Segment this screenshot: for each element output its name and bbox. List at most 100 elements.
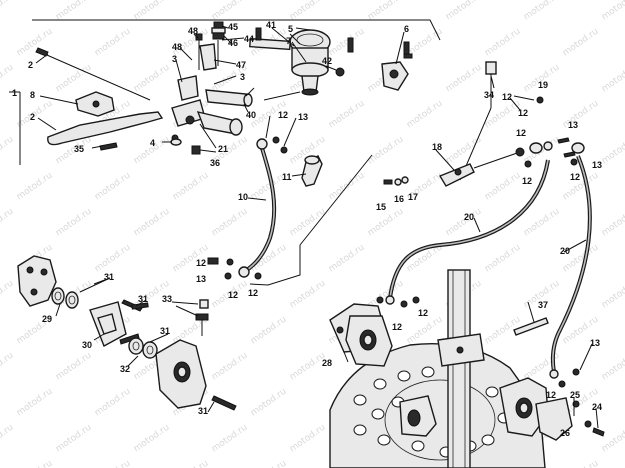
callout-18: 18 [432,142,442,152]
callout-40: 40 [246,110,256,120]
watermark-text: motod.ru [600,423,625,455]
watermark-text: motod.ru [210,351,250,383]
callout-5: 5 [288,24,293,34]
pad-pin [513,317,549,336]
watermark-text: motod.ru [54,0,94,22]
watermark-text: motod.ru [366,135,406,167]
callout-24: 24 [592,402,602,412]
watermark-text: motod.ru [0,0,16,22]
callout-12: 12 [418,308,428,318]
callout-8: 8 [30,90,35,100]
disc-hole [481,434,495,446]
front-caliper-right [499,377,605,441]
master-piston [205,89,249,107]
callout-30: 30 [82,340,92,350]
callout-48: 48 [172,42,182,52]
watermark-text: motod.ru [210,0,250,22]
callout-12: 12 [228,290,238,300]
watermark-text: motod.ru [54,207,94,239]
callout-34: 34 [484,90,494,100]
callout-12: 12 [502,92,512,102]
callout-20: 20 [464,212,474,222]
callout-19: 19 [538,80,548,90]
callout-1: 1 [12,88,17,98]
watermark-text: motod.ru [561,99,601,131]
callout-12: 12 [522,176,532,186]
callout-48: 48 [188,26,198,36]
watermark-text: motod.ru [54,351,94,383]
callout-2: 2 [28,60,33,70]
callout-35: 35 [74,144,84,154]
callout-12: 12 [546,390,556,400]
watermark-text: motod.ru [288,0,328,22]
callout-13: 13 [590,338,600,348]
watermark-text: motod.ru [288,423,328,455]
callout-20: 20 [560,246,570,256]
callout-12: 12 [570,172,580,182]
reservoir-clamp [199,43,217,71]
watermark-text: motod.ru [15,459,55,468]
watermark-text: motod.ru [93,243,133,275]
disc-hole [371,408,385,420]
watermark-text: motod.ru [210,423,250,455]
leader-lines [35,25,599,437]
watermark-text: motod.ru [288,207,328,239]
callout-10: 10 [238,192,248,202]
watermark-text: motod.ru [93,387,133,419]
callout-44: 44 [244,34,254,44]
watermark-text: motod.ru [600,207,625,239]
watermark-text: motod.ru [132,63,172,95]
callout-29: 29 [42,314,52,324]
watermark-text: motod.ru [15,171,55,203]
watermark-text: motod.ru [366,0,406,22]
watermark-text: motod.ru [561,27,601,59]
watermark-text: motod.ru [600,0,625,22]
group-bracket [9,19,441,286]
callout-25: 25 [570,390,580,400]
front-brake-hose-upper [207,136,323,280]
watermark-text: motod.ru [54,423,94,455]
watermark-text: motod.ru [483,99,523,131]
watermark-text: motod.ru [288,279,328,311]
callout-12: 12 [518,108,528,118]
watermark-text: motod.ru [483,243,523,275]
disc-hole [397,370,411,382]
callout-13: 13 [592,160,602,170]
callout-11: 11 [282,172,292,182]
watermark-text: motod.ru [600,351,625,383]
disc-hole [485,386,499,398]
callout-47: 47 [236,60,246,70]
callout-31: 31 [160,326,170,336]
watermark-text: motod.ru [249,243,289,275]
watermark-text: motod.ru [0,279,16,311]
disc-hole [353,394,367,406]
callout-12: 12 [248,288,258,298]
callout-12: 12 [278,110,288,120]
callout-7: 7 [286,36,291,46]
callout-2: 2 [30,112,35,122]
watermark-text: motod.ru [132,0,172,22]
watermark-text: motod.ru [249,315,289,347]
callout-21: 21 [218,144,228,154]
callout-42: 42 [322,56,332,66]
fork-tube [447,269,471,468]
watermark-text: motod.ru [405,99,445,131]
watermark-text: motod.ru [483,171,523,203]
disc-hole [377,434,391,446]
watermark-text: motod.ru [522,0,562,22]
watermark-text: motod.ru [561,459,601,468]
watermark-text: motod.ru [483,27,523,59]
front-disc-and-fork [329,269,546,468]
callout-46: 46 [228,38,238,48]
watermark-text: motod.ru [561,171,601,203]
watermark-text: motod.ru [327,27,367,59]
callout-12: 12 [392,322,402,332]
callout-36: 36 [210,158,220,168]
disc-hole [421,366,435,378]
callout-12: 12 [516,128,526,138]
disc-hole [373,378,387,390]
disc-hole [411,440,425,452]
callout-13: 13 [196,274,206,284]
watermark-text: motod.ru [249,459,289,468]
